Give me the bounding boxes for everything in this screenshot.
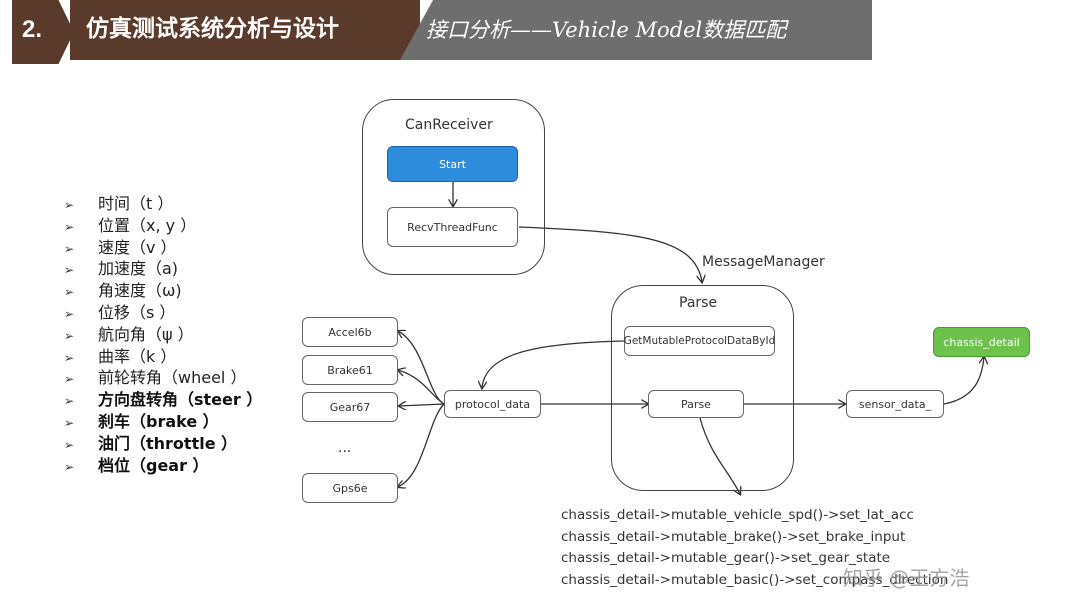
list-item-text: 曲率（k ） [98,346,177,366]
arrow-right-icon: ➢ [64,415,75,430]
list-item-text: 油门（throttle ） [98,433,238,453]
list-item-text: 位移（s ） [98,302,176,322]
arrow-right-icon: ➢ [64,241,75,256]
arrow-right-icon: ➢ [64,459,75,474]
arrow-right-icon: ➢ [64,350,75,365]
list-item: ➢ 加速度（a) [64,258,262,280]
list-item: ➢ 位置（x, y ） [64,215,262,237]
code-line: chassis_detail->mutable_vehicle_spd()->s… [561,507,914,523]
message-manager-label: MessageManager [702,254,825,270]
list-item: ➢ 前轮转角（wheel ） [64,367,262,389]
list-item: ➢ 方向盘转角（steer ） [64,389,262,411]
edge-protocol-gear [399,404,445,406]
protocol-gear67-node: Gear67 [302,392,398,422]
list-item-text: 加速度（a) [98,259,179,279]
list-item: ➢ 刹车（brake ） [64,411,262,433]
code-line: chassis_detail->mutable_brake()->set_bra… [561,528,906,545]
list-item: ➢ 位移（s ） [64,302,262,324]
list-item-text: 角速度（ω) [98,281,182,301]
list-item-text: 刹车（brake ） [98,411,219,431]
arrow-right-icon: ➢ [64,198,75,212]
arrow-right-icon: ➢ [64,437,75,452]
edge-protocol-gps [398,403,445,487]
list-item: ➢ 角速度（ω) [64,280,262,302]
arrow-right-icon: ➢ [64,306,75,321]
get-mutable-protocol-node: GetMutableProtocolDataById [624,326,775,356]
watermark: 知乎 @王方浩 [843,566,970,590]
edge-getmutable-protocol [482,340,625,388]
code-lines: chassis_detail->mutable_vehicle_spd()->s… [561,505,948,591]
protocol-accel6b-node: Accel6b [302,317,398,347]
sensor-data-node: sensor_data_ [846,390,944,418]
chassis-detail-node: chassis_detail [933,327,1030,357]
arrow-right-icon: ➢ [64,219,75,234]
list-item-text: 航向角（ψ ） [98,324,194,344]
arrow-right-icon: ➢ [64,285,75,300]
edge-recv-parse [518,226,702,282]
list-item-text: 位置（x, y ） [98,215,197,235]
slide-title: 仿真测试系统分析与设计 [70,0,420,60]
parse-container [611,285,794,491]
section-number: 2. [22,16,43,43]
list-item-text: 速度（v ） [98,237,177,257]
protocol-brake61-node: Brake61 [302,355,398,385]
list-item-text: 档位（gear ） [98,455,209,475]
signal-list: ➢ 时间（t ） ➢ 位置（x, y ） ➢ 速度（v ） ➢ 加速度（a) ➢ 角速度（… [64,193,262,476]
list-item: ➢ 档位（gear ） [64,455,262,477]
list-item-text: 前轮转角（wheel ） [98,368,247,388]
code-line: chassis_detail->mutable_basic()->set_com… [561,571,949,588]
slide-subtitle: 接口分析——Vehicle Model数据匹配 [400,0,872,60]
list-item-text: 时间（t ） [98,194,174,213]
canreceiver-title: CanReceiver [405,117,493,133]
protocol-data-node: protocol_data [444,390,541,418]
recv-thread-func-node: RecvThreadFunc [387,207,518,247]
list-item: ➢ 速度（v ） [64,237,262,259]
arrow-right-icon: ➢ [64,263,75,278]
list-item: ➢ 航向角（ψ ） [64,324,262,346]
edge-parse-code [699,417,740,494]
parse-container-title: Parse [679,295,718,311]
edge-protocol-brake [398,370,445,405]
list-item: ➢ 曲率（k ） [64,346,262,368]
start-node: Start [387,146,518,182]
edge-protocol-accel [398,331,445,405]
list-item: ➢ 时间（t ） [64,193,262,215]
code-line: chassis_detail->mutable_gear()->set_gear… [561,550,891,566]
protocol-gps6e-node: Gps6e [302,473,398,503]
canreceiver-container [362,99,545,275]
arrow-right-icon: ➢ [64,372,75,387]
parse-node: Parse [648,390,744,418]
list-item-text: 方向盘转角（steer ） [98,390,263,410]
arrow-right-icon: ➢ [64,328,75,343]
list-item: ➢ 油门（throttle ） [64,433,262,455]
arrow-right-icon: ➢ [64,394,75,409]
edge-sensor-chassis [943,357,984,405]
protocol-ellipsis: ... [338,440,352,456]
